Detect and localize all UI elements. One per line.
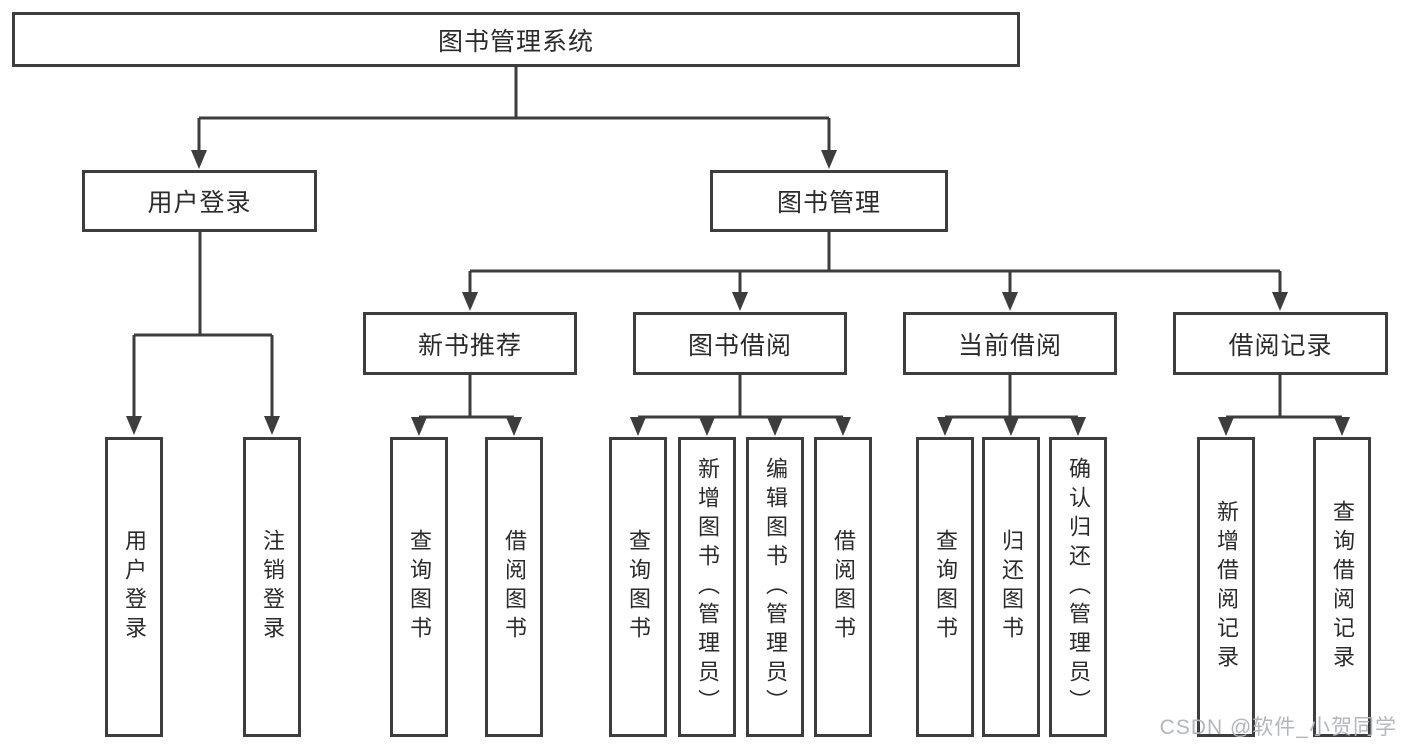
csdn-watermark: CSDN @软件_小贺同学 xyxy=(1159,716,1397,739)
leaf-label: 借阅图书 xyxy=(831,529,856,645)
node-current-borrowing: 当前借阅 xyxy=(903,312,1117,375)
leaf-label: 查询借阅记录 xyxy=(1330,500,1355,674)
leaf-label: 查询图书 xyxy=(626,529,651,645)
leaf-borrow-edit-books-admin: 编辑图书（管理员） xyxy=(746,437,804,737)
leaf-label: 确认归还（管理员） xyxy=(1066,456,1091,718)
leaf-label: 用户登录 xyxy=(122,529,147,645)
leaf-label: 借阅图书 xyxy=(502,529,527,645)
leaf-current-query-books: 查询图书 xyxy=(916,437,974,737)
leaf-newbooks-query-books: 查询图书 xyxy=(390,437,448,737)
leaf-records-add-record: 新增借阅记录 xyxy=(1197,437,1255,737)
node-library-system: 图书管理系统 xyxy=(12,12,1020,67)
leaf-label: 新增借阅记录 xyxy=(1214,500,1239,674)
leaf-current-confirm-return-admin: 确认归还（管理员） xyxy=(1049,437,1107,737)
leaf-label: 编辑图书（管理员） xyxy=(763,456,788,718)
leaf-current-return-books: 归还图书 xyxy=(982,437,1040,737)
leaf-label: 新增图书（管理员） xyxy=(695,456,720,718)
leaf-label: 注销登录 xyxy=(260,529,285,645)
node-book-borrowing: 图书借阅 xyxy=(633,312,847,375)
leaf-records-query-record: 查询借阅记录 xyxy=(1313,437,1371,737)
leaf-user-login: 用户登录 xyxy=(105,437,163,737)
node-borrowing-records: 借阅记录 xyxy=(1173,312,1388,375)
leaf-borrow-borrow-books: 借阅图书 xyxy=(814,437,872,737)
leaf-newbooks-borrow-books: 借阅图书 xyxy=(485,437,543,737)
leaf-borrow-add-books-admin: 新增图书（管理员） xyxy=(678,437,736,737)
leaf-label: 查询图书 xyxy=(933,529,958,645)
leaf-label: 归还图书 xyxy=(999,529,1024,645)
node-new-book-recommend: 新书推荐 xyxy=(363,312,577,375)
leaf-label: 查询图书 xyxy=(407,529,432,645)
leaf-borrow-query-books: 查询图书 xyxy=(609,437,667,737)
node-user-login: 用户登录 xyxy=(82,170,317,232)
leaf-logout: 注销登录 xyxy=(243,437,301,737)
node-book-management: 图书管理 xyxy=(710,170,948,232)
